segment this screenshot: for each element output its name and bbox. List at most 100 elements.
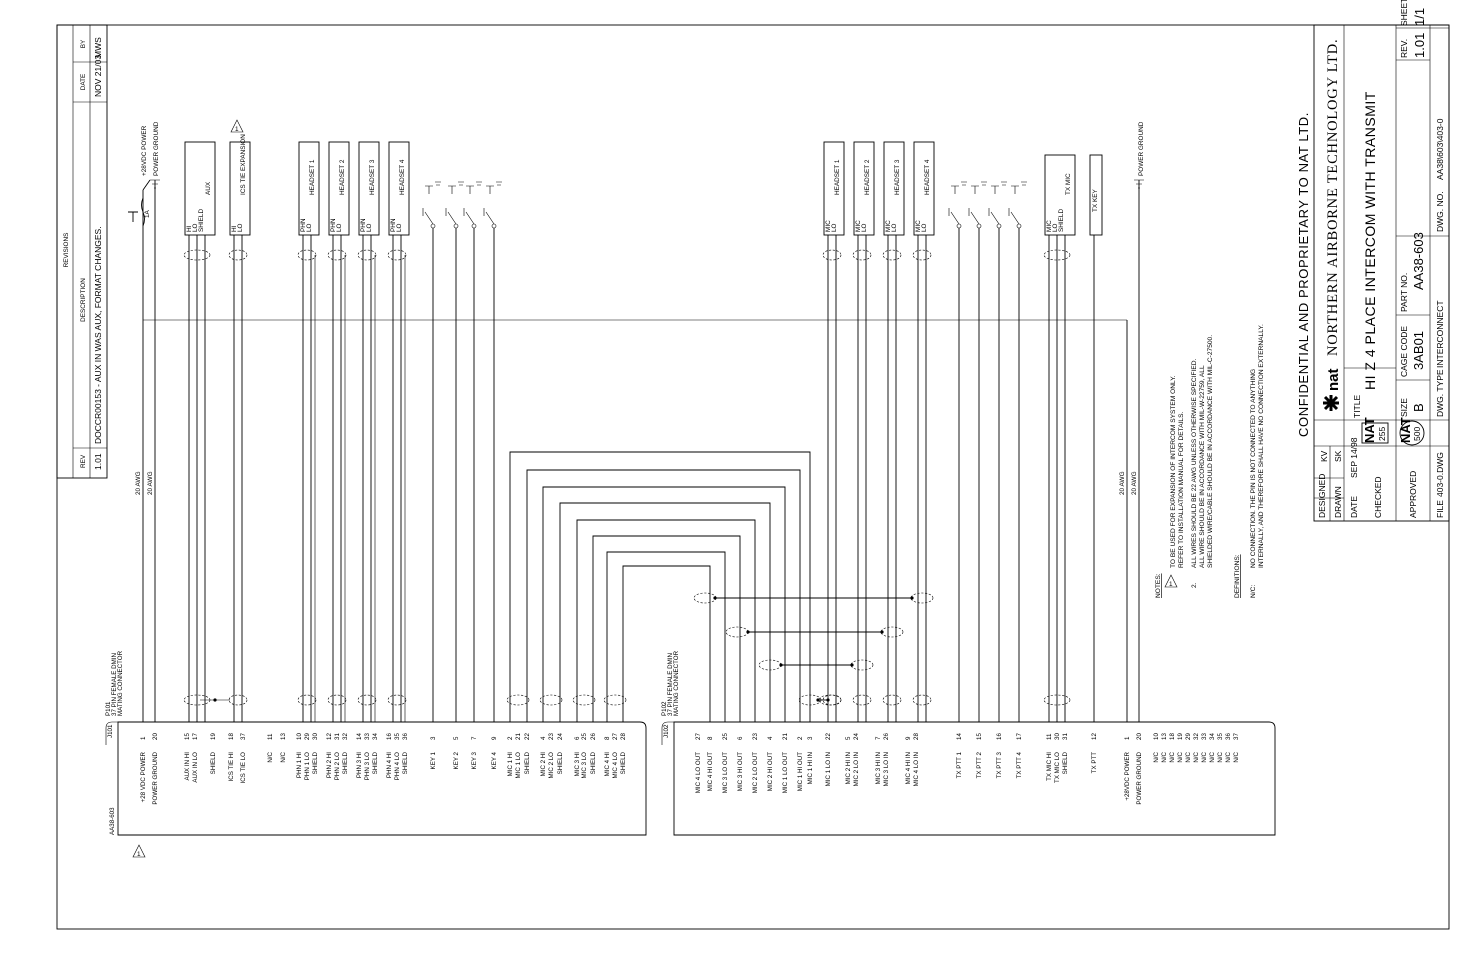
device-pin-label: MIC: [855, 220, 862, 232]
device-pin-label: LO: [237, 223, 244, 232]
pin-label: MIC 3 HI: [574, 752, 581, 777]
pin-label: ICS TIE LO: [240, 752, 247, 784]
connector-designator: J102: [663, 724, 670, 738]
pin-label: PHN 1 LO: [304, 752, 311, 780]
date-label: DATE: [1349, 496, 1359, 518]
pin-number: 8: [707, 736, 714, 740]
pin-number: 36: [1225, 733, 1232, 740]
pin-label: TX MIC LO: [1054, 752, 1061, 783]
device-pin-label: LO: [192, 223, 199, 232]
cable-shield: [387, 249, 407, 261]
pin-number: 36: [402, 733, 409, 740]
pin-label: PHN 1 HI: [296, 752, 303, 778]
rev-value: 1.01: [1412, 33, 1427, 58]
rev-col-by: BY: [80, 39, 87, 48]
pin-number: 15: [184, 733, 191, 740]
pin-label: TX PTT: [1091, 752, 1098, 774]
note-2-line-3: SHIELDED WIRE/CABLE SHOULD BE IN ACCORDA…: [1207, 335, 1214, 568]
mating-plug-label: MATING CONNECTOR: [117, 650, 124, 716]
mic-shield-headset: [850, 659, 874, 671]
device-pin-label: LO: [891, 223, 898, 232]
awg-label-b: 20 AWG: [147, 471, 154, 495]
connector-pin: 13N/C: [1161, 733, 1168, 763]
pin-label: MIC 3 LO OUT: [722, 752, 729, 793]
pin-number: 21: [515, 733, 522, 740]
checked-label: CHECKED: [1373, 476, 1383, 518]
cable-shield: [1043, 694, 1071, 706]
pin-label: SHIELD: [1062, 751, 1069, 774]
connector-pin: 13N/C: [280, 733, 287, 763]
stamp-2-top: NAT: [1398, 417, 1413, 443]
mic-shield-headset: [910, 592, 934, 604]
warning-symbol-ics: 1: [230, 119, 244, 133]
nat-255-stamp: NAT 255: [1361, 417, 1389, 444]
mic-loop-3: [542, 486, 786, 722]
pin-label: PHN 2 LO: [334, 752, 341, 780]
pin-number: 12: [326, 733, 333, 740]
pin-label: MIC 4 LO: [612, 752, 619, 779]
device-pin-label: LO: [336, 223, 343, 232]
pin-number: 17: [1016, 733, 1023, 740]
device-tx-key: TX KEY: [1089, 154, 1103, 236]
dwg-no-label: DWG. NO.: [1435, 191, 1445, 232]
device-title: HEADSET 1: [834, 159, 841, 195]
pin-number: 8: [604, 736, 611, 740]
pin-number: 4: [767, 736, 774, 740]
definition-line-1: NO CONNECTION. THE PIN IS NOT CONNECTED …: [1250, 369, 1257, 568]
definitions-heading: DEFINITIONS:: [1234, 554, 1241, 598]
pin-number: 16: [996, 733, 1003, 740]
rev-col-date: DATE: [80, 74, 87, 91]
drawn-value: SK: [1333, 450, 1343, 462]
device-title: HEADSET 3: [894, 159, 901, 195]
cable-shield: [882, 694, 902, 706]
pin-number: 32: [1193, 733, 1200, 740]
connector-pin: 1+28 VDC POWER: [140, 736, 147, 802]
device-title: HEADSET 3: [369, 159, 376, 195]
size-value: B: [1411, 403, 1426, 412]
warning-symbol-j101: 1: [132, 844, 146, 858]
connector-pin: 18N/C: [1169, 733, 1176, 763]
pin-number: 19: [1177, 733, 1184, 740]
pin-number: 18: [1169, 733, 1176, 740]
pin-label: TX PTT 1: [956, 751, 963, 778]
pin-number: 33: [364, 733, 371, 740]
device-pin-label: LO: [306, 223, 313, 232]
approved-label: APPROVED: [1408, 471, 1418, 518]
cable-shield: [228, 694, 248, 706]
file-value: 403-0.DWG: [1435, 452, 1445, 497]
pin-number: 28: [620, 733, 627, 740]
cable-shield: [912, 249, 932, 261]
cable-shield: [912, 694, 932, 706]
pin-number: 17: [192, 733, 199, 740]
key-switch-1: [422, 181, 441, 229]
ptt-switch-4: [1008, 181, 1027, 229]
device-pin-label: LO: [366, 223, 373, 232]
pin-number: 26: [590, 733, 597, 740]
cable-shield: [1043, 249, 1071, 261]
pin-label: SHIELD: [620, 751, 627, 774]
pin-number: 28: [913, 733, 920, 740]
device-pin-label: PHN: [330, 218, 337, 232]
pin-number: 9: [491, 736, 498, 740]
ptt-switch-1: [948, 181, 967, 229]
sheet-value: 1/1: [1412, 8, 1427, 26]
logo-text: nat: [1325, 368, 1342, 391]
